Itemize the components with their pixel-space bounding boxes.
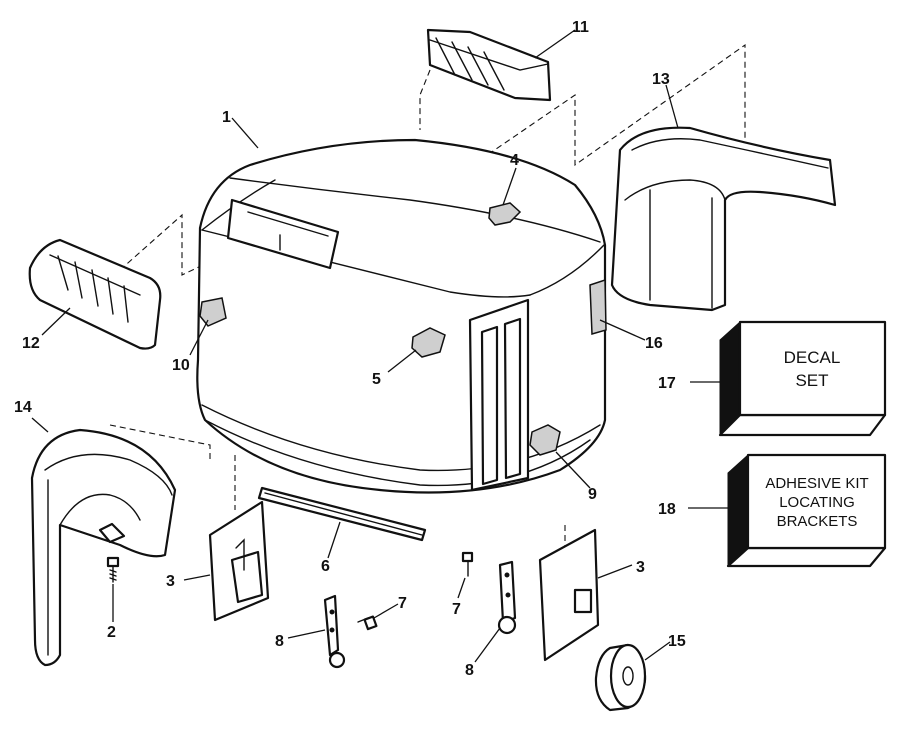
- decal-set-line1: DECAL: [784, 348, 841, 367]
- callout-15: 15: [668, 633, 686, 650]
- leader-lines: [31, 29, 728, 663]
- callout-4: 4: [510, 152, 519, 169]
- decal-5: [411, 327, 446, 358]
- adhesive-kit-line3: BRACKETS: [777, 513, 858, 530]
- decal-set-line2: SET: [795, 371, 828, 390]
- latch-8b: [497, 560, 517, 635]
- callout-8a: 8: [275, 633, 284, 650]
- callout-6: 6: [321, 558, 330, 575]
- decal-9: [529, 424, 561, 456]
- lower-front-cowl: [30, 428, 177, 667]
- latch-8a: [323, 594, 346, 669]
- decal-4: [488, 202, 522, 226]
- bracket-plate-right: [538, 528, 600, 662]
- top-vent-grille: [426, 28, 552, 102]
- adhesive-kit-line1: ADHESIVE KIT: [765, 475, 868, 492]
- callout-17: 17: [658, 375, 676, 392]
- adhesive-kit-box: ADHESIVE KIT LOCATING BRACKETS: [726, 453, 887, 568]
- screw-7b: [461, 551, 474, 577]
- screw-7a: [357, 615, 378, 631]
- adhesive-kit-line2: LOCATING: [779, 494, 855, 511]
- rear-cowl: [610, 126, 837, 312]
- callout-7b: 7: [452, 601, 461, 618]
- seal-strip: [257, 486, 427, 542]
- callout-1: 1: [222, 109, 231, 126]
- callout-10: 10: [172, 357, 190, 374]
- callout-11: 11: [572, 19, 589, 36]
- decal-16: [589, 278, 607, 335]
- callout-5: 5: [372, 371, 381, 388]
- engine-cover: [196, 138, 607, 494]
- callout-16: 16: [645, 335, 663, 352]
- callout-numbers: 1 2 3 3 4 5 6 7 7 8 8 9 10 11 12 13 14 1…: [14, 19, 686, 679]
- callout-14: 14: [14, 399, 32, 416]
- callout-7a: 7: [398, 595, 407, 612]
- decal-10: [199, 297, 227, 327]
- callout-8b: 8: [465, 662, 474, 679]
- callout-13: 13: [652, 71, 670, 88]
- callout-12: 12: [22, 335, 40, 352]
- tape-roll: [594, 643, 647, 712]
- bracket-plate-left: [208, 500, 270, 622]
- alignment-lines: [109, 43, 746, 548]
- callout-2: 2: [107, 624, 116, 641]
- callout-3b: 3: [636, 559, 645, 576]
- callout-18: 18: [658, 501, 676, 518]
- decal-set-box: DECAL SET: [718, 320, 887, 437]
- callout-3a: 3: [166, 573, 175, 590]
- side-vent-grille: [28, 238, 162, 350]
- screw-2: [106, 556, 120, 583]
- callout-9: 9: [588, 486, 597, 503]
